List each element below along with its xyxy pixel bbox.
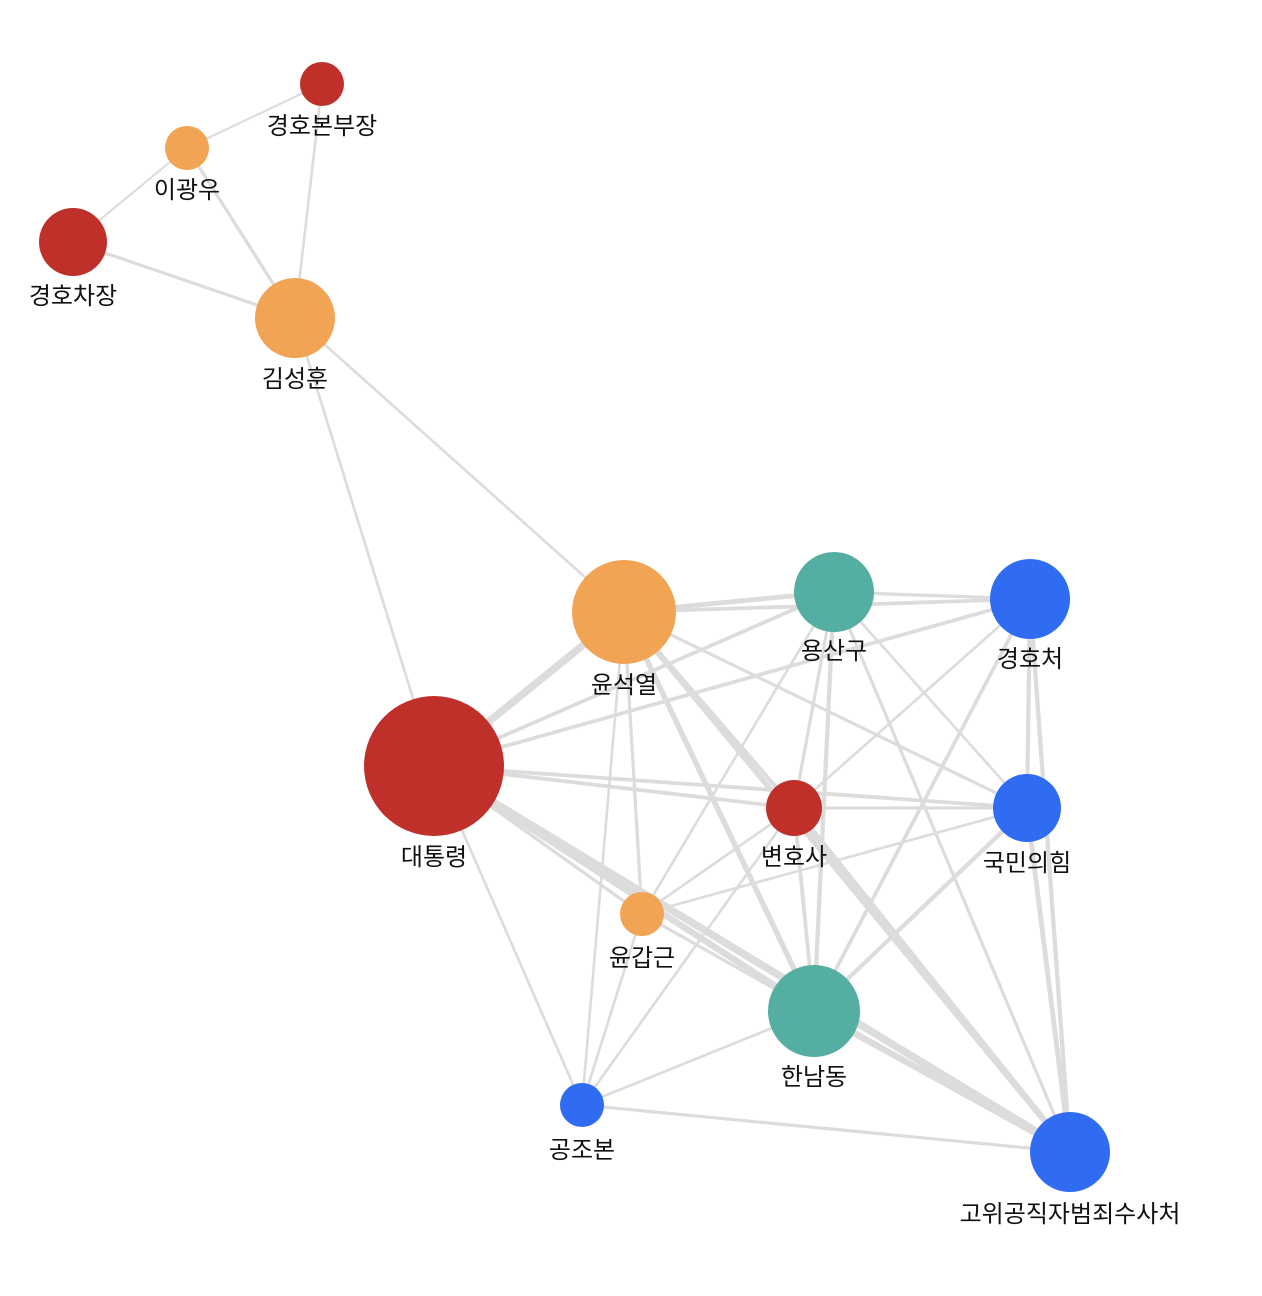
node-label-gyeonghocheo: 경호처 bbox=[997, 645, 1063, 673]
edge-gimseonghun-daetongryeong bbox=[293, 316, 436, 768]
node-label-gukminuihim: 국민의힘 bbox=[983, 849, 1071, 877]
nodes-layer bbox=[39, 62, 1110, 1192]
edge-yongsangu-gukminuihim bbox=[832, 590, 1029, 810]
node-label-igwangwoo: 이광우 bbox=[154, 176, 220, 204]
node-igwangwoo[interactable] bbox=[165, 126, 209, 170]
node-yunseokyeol[interactable] bbox=[572, 560, 676, 664]
node-gyeonghochajang[interactable] bbox=[39, 208, 107, 276]
node-label-gongsucheo: 고위공직자범죄수사처 bbox=[960, 1200, 1181, 1228]
edge-yongsangu-gongsucheo bbox=[832, 590, 1072, 1154]
node-gyeonghobonbujang[interactable] bbox=[300, 62, 344, 106]
node-hannamdong[interactable] bbox=[768, 965, 860, 1057]
node-label-gyeonghochajang: 경호차장 bbox=[29, 282, 117, 310]
edge-byeonhosa-gongsucheo bbox=[791, 805, 1073, 1155]
node-label-byeonhosa: 변호사 bbox=[761, 843, 827, 871]
edge-daetongryeong-yongsangu bbox=[432, 590, 836, 768]
node-byeonhosa[interactable] bbox=[766, 780, 822, 836]
node-gukminuihim[interactable] bbox=[993, 774, 1061, 842]
edge-yongsangu-yungapgeun bbox=[640, 590, 836, 916]
node-label-gimseonghun: 김성훈 bbox=[262, 365, 328, 393]
edge-daetongryeong-gyeonghocheo bbox=[432, 597, 1032, 768]
edge-gyeonghocheo-gongsucheo bbox=[1027, 596, 1073, 1155]
edge-yunseokyeol-gongjobon bbox=[580, 610, 626, 1107]
edge-gyeonghocheo-byeonhosa bbox=[792, 597, 1032, 810]
edge-yungapgeun-gongjobon bbox=[580, 912, 644, 1107]
edge-gukminuihim-gongsucheo bbox=[1024, 805, 1073, 1155]
node-label-yongsangu: 용산구 bbox=[801, 637, 867, 665]
edge-gimseonghun-yunseokyeol bbox=[293, 316, 626, 614]
edge-byeonhosa-yungapgeun bbox=[640, 806, 796, 916]
node-label-gyeonghobonbujang: 경호본부장 bbox=[267, 112, 377, 140]
edge-yunseokyeol-gukminuihim bbox=[622, 610, 1029, 810]
node-label-yungapgeun: 윤갑근 bbox=[609, 944, 675, 972]
edges-layer bbox=[71, 82, 1074, 1156]
node-label-gongjobon: 공조본 bbox=[549, 1136, 615, 1164]
edge-gyeonghobonbujang-igwangwoo bbox=[185, 82, 324, 150]
edge-gukminuihim-hannamdong bbox=[811, 805, 1030, 1014]
edge-gyeonghocheo-hannamdong bbox=[812, 597, 1032, 1013]
edge-daetongryeong-gongsucheo bbox=[430, 762, 1074, 1156]
node-daetongryeong[interactable] bbox=[364, 696, 504, 836]
node-gimseonghun[interactable] bbox=[255, 278, 335, 358]
edge-daetongryeong-gukminuihim bbox=[432, 764, 1029, 810]
node-label-yunseokyeol: 윤석열 bbox=[591, 671, 657, 699]
node-gongjobon[interactable] bbox=[560, 1083, 604, 1127]
node-label-daetongryeong: 대통령 bbox=[401, 843, 467, 871]
node-yungapgeun[interactable] bbox=[620, 892, 664, 936]
node-yongsangu[interactable] bbox=[794, 552, 874, 632]
edge-gongjobon-gongsucheo bbox=[580, 1103, 1072, 1154]
edge-yongsangu-hannamdong bbox=[811, 589, 837, 1014]
edge-byeonhosa-gongjobon bbox=[580, 806, 796, 1107]
node-gyeonghocheo[interactable] bbox=[990, 559, 1070, 639]
edge-yunseokyeol-hannamdong bbox=[621, 609, 817, 1014]
node-gongsucheo[interactable] bbox=[1030, 1112, 1110, 1192]
edge-hannamdong-gongsucheo bbox=[810, 1007, 1074, 1156]
node-label-hannamdong: 한남동 bbox=[781, 1063, 847, 1091]
